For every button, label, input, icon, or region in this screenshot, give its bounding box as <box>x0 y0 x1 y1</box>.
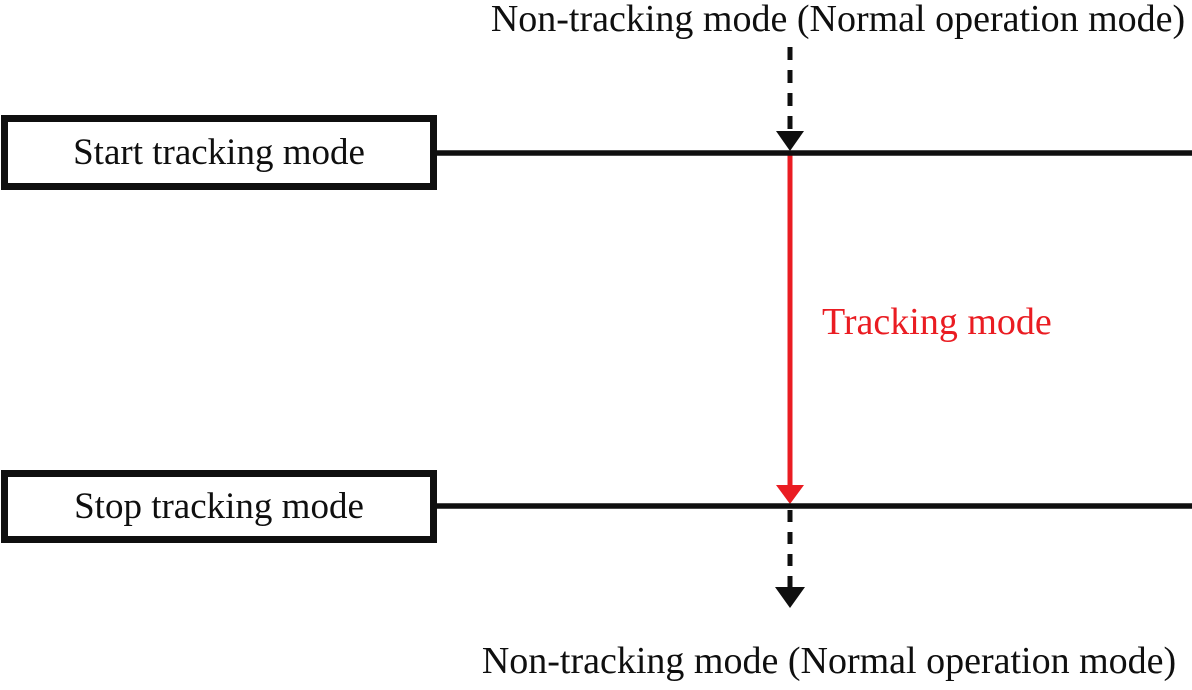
tracking-mode-label: Tracking mode <box>822 301 1052 343</box>
stop-tracking-box: Stop tracking mode <box>1 470 437 543</box>
start-tracking-box: Start tracking mode <box>1 115 437 190</box>
bottom-nontracking-label: Non-tracking mode (Normal operation mode… <box>481 640 1177 682</box>
top-nontracking-label: Non-tracking mode (Normal operation mode… <box>490 0 1186 40</box>
bottom-dashed-arrowhead-icon <box>775 587 805 608</box>
top-dashed-arrowhead-icon <box>776 131 804 151</box>
stop-tracking-box-label: Stop tracking mode <box>74 486 364 527</box>
tracking-red-arrowhead-icon <box>776 485 804 504</box>
start-tracking-box-label: Start tracking mode <box>73 132 365 173</box>
